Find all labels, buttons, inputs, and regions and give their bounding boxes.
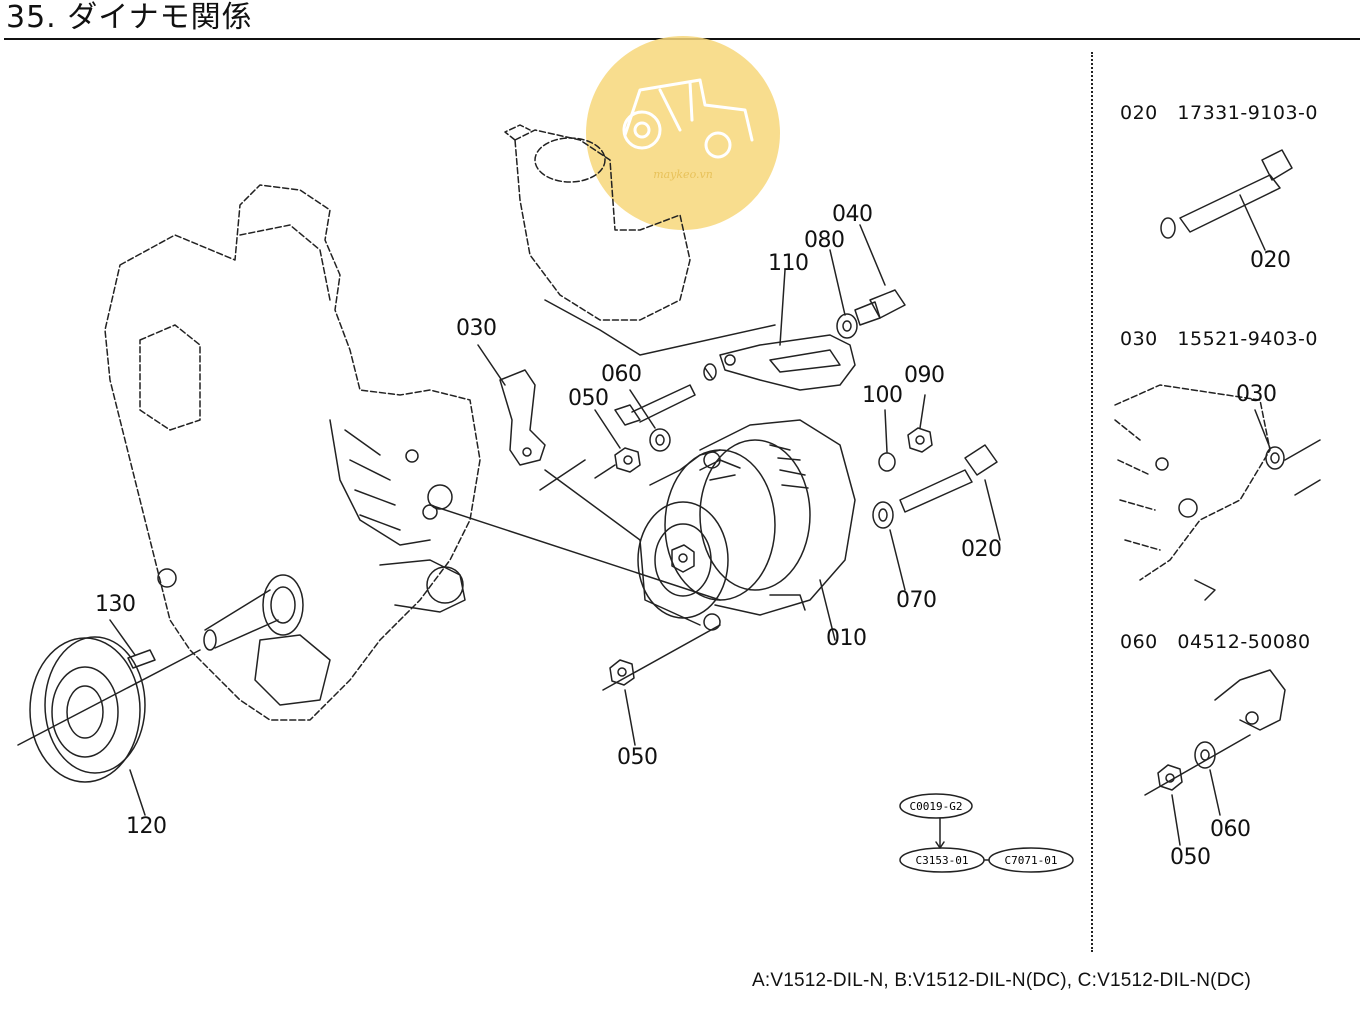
callout-010: 010 xyxy=(826,626,867,651)
ref-code-bottom-right: C7071-01 xyxy=(1005,854,1058,867)
long-bolt-060 xyxy=(614,363,717,426)
detail-060-callout-050: 050 xyxy=(1170,845,1211,870)
washer-080 xyxy=(829,249,858,339)
detail-bracket-030-solid xyxy=(1155,409,1321,601)
detail-060-callout-060: 060 xyxy=(1210,817,1251,842)
callout-060: 060 xyxy=(601,362,642,387)
bolt-040 xyxy=(854,224,906,326)
callout-050-lower: 050 xyxy=(617,745,658,770)
woodruff-key xyxy=(109,619,156,669)
callout-040: 040 xyxy=(832,202,873,227)
gear-case-housing xyxy=(104,184,481,721)
detail-060-number: 060 xyxy=(1120,631,1158,653)
panel-divider xyxy=(1091,52,1093,952)
detail-060-part-number: 04512-50080 xyxy=(1177,631,1311,653)
detail-020-number: 020 xyxy=(1120,102,1158,124)
callout-020: 020 xyxy=(961,537,1002,562)
washer-060 xyxy=(629,389,671,452)
detail-020-header: 020 17331-9103-0 xyxy=(1120,102,1318,124)
detail-030-callout: 030 xyxy=(1236,382,1277,407)
washer-100 xyxy=(878,409,896,472)
ref-code-bottom-left: C3153-01 xyxy=(916,854,969,867)
crankshaft-end xyxy=(203,574,304,651)
callout-110: 110 xyxy=(768,251,809,276)
gear-case-detail xyxy=(157,419,466,706)
water-pump-leader xyxy=(544,299,776,356)
detail-bolt-020 xyxy=(1160,149,1293,251)
adjusting-plate xyxy=(719,269,856,391)
bolt-020 xyxy=(899,444,1001,541)
callout-120: 120 xyxy=(126,814,167,839)
washer-070 xyxy=(872,501,906,591)
adjusting-bracket xyxy=(477,344,586,491)
watermark-text: maykeo.vn xyxy=(653,168,713,181)
crankshaft-pulley xyxy=(17,636,201,783)
detail-030-part-number: 15521-9403-0 xyxy=(1177,328,1318,350)
detail-020-callout: 020 xyxy=(1250,248,1291,273)
ref-code-top: C0019-G2 xyxy=(910,800,963,813)
page-title: 35. ダイナモ関係 xyxy=(6,0,253,35)
detail-060-header: 060 04512-50080 xyxy=(1120,631,1311,653)
callout-030: 030 xyxy=(456,316,497,341)
detail-nut-washer-060 xyxy=(1144,669,1286,846)
model-applicability-footer: A:V1512-DIL-N, B:V1512-DIL-N(DC), C:V151… xyxy=(752,970,1252,991)
detail-bracket-030 xyxy=(1114,384,1271,581)
watermark-logo xyxy=(586,36,780,230)
nut-050-lower xyxy=(602,624,721,746)
callout-100: 100 xyxy=(862,383,903,408)
detail-020-part-number: 17331-9103-0 xyxy=(1177,102,1318,124)
nut-050-upper xyxy=(594,409,641,479)
callout-090: 090 xyxy=(904,363,945,388)
detail-030-number: 030 xyxy=(1120,328,1158,350)
alternator xyxy=(637,419,856,641)
water-pump-housing xyxy=(504,124,691,321)
detail-030-header: 030 15521-9403-0 xyxy=(1120,328,1318,350)
nut-090 xyxy=(907,394,933,453)
callout-080: 080 xyxy=(804,228,845,253)
callout-070: 070 xyxy=(896,588,937,613)
callout-050-upper: 050 xyxy=(568,386,609,411)
reference-flow xyxy=(899,793,1074,873)
callout-130: 130 xyxy=(95,592,136,617)
